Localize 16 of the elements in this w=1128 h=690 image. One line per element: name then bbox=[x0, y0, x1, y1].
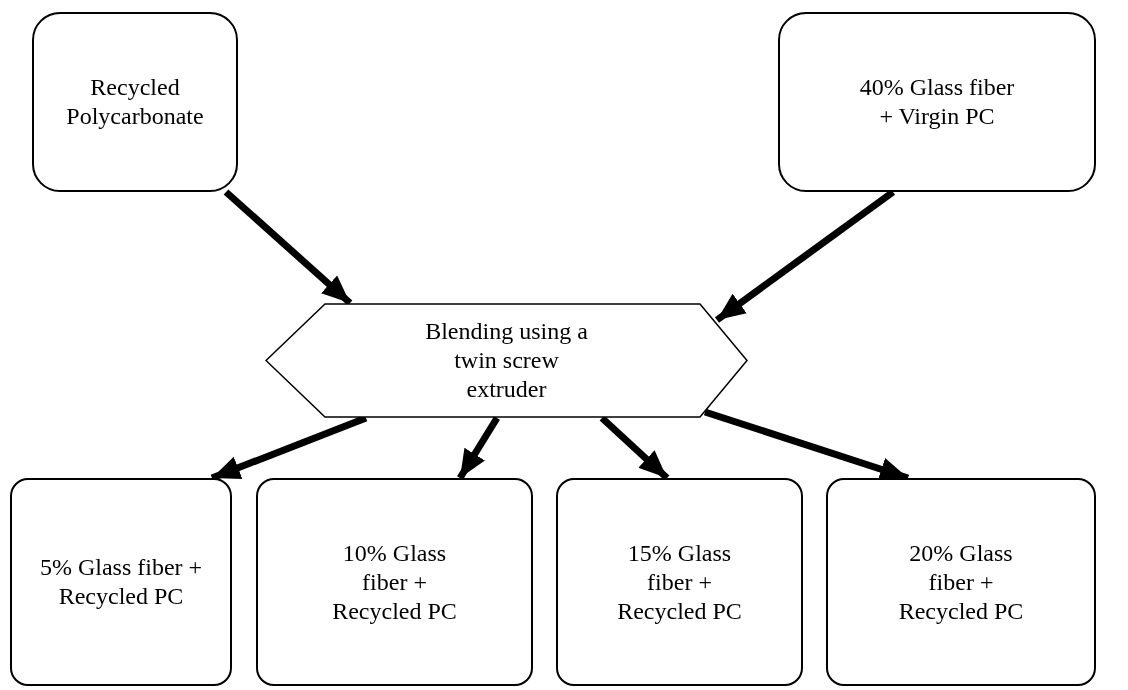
node-label: 5% Glass fiber + Recycled PC bbox=[38, 553, 204, 611]
arrow bbox=[223, 189, 353, 306]
process-box bbox=[556, 478, 803, 686]
node-label: 40% Glass fiber + Virgin PC bbox=[858, 73, 1016, 131]
arrow bbox=[714, 189, 896, 323]
node-label: Blending using a twin screw extruder bbox=[424, 317, 589, 404]
arrow bbox=[457, 416, 500, 480]
process-box bbox=[32, 12, 238, 192]
process-box bbox=[778, 12, 1096, 192]
node-label: Recycled Polycarbonate bbox=[65, 73, 205, 131]
process-box bbox=[826, 478, 1096, 686]
process-box bbox=[10, 478, 232, 686]
node-label: 15% Glass fiber + Recycled PC bbox=[617, 538, 742, 626]
process-box bbox=[256, 478, 533, 686]
node-label: 20% Glass fiber + Recycled PC bbox=[898, 538, 1024, 626]
node-label: 10% Glass fiber + Recycled PC bbox=[332, 538, 457, 626]
